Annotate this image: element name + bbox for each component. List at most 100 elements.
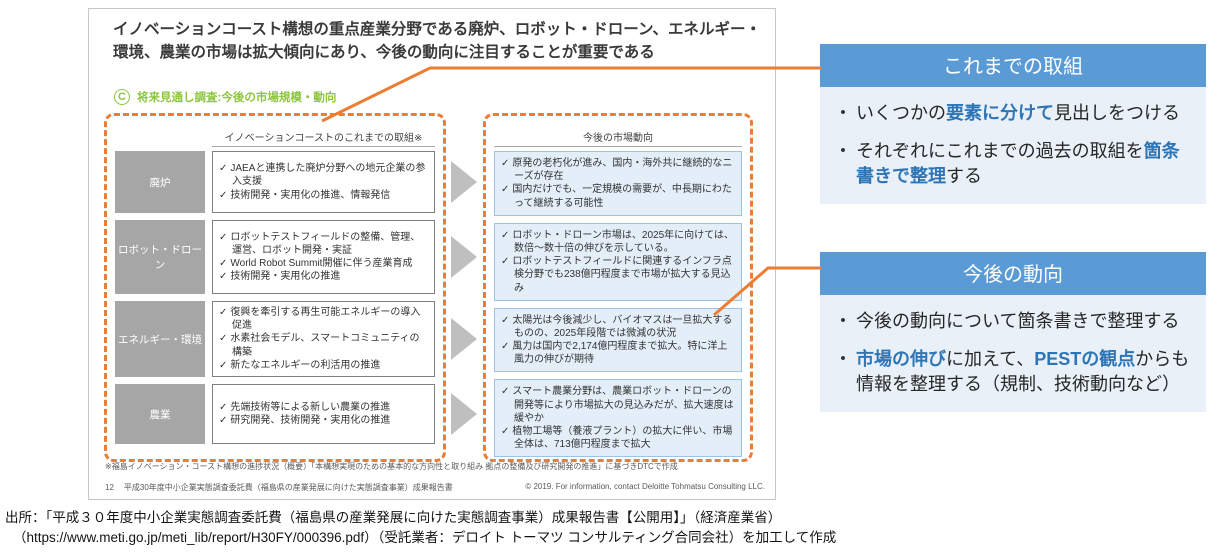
checklist-item: ✓水素社会モデル、スマートコミュニティの構築 [219,332,428,358]
previous-efforts-row: エネルギー・環境✓復興を牽引する再生可能エネルギーの導入促進✓水素社会モデル、ス… [115,301,435,377]
flow-arrow-icon [451,393,477,435]
market-outlook-cell: ✓原発の老朽化が進み、国内・海外共に継続的なニーズが存在✓国内だけでも、一定規模… [494,151,742,216]
flow-arrow-icon [451,236,477,278]
checklist-text: 復興を牽引する再生可能エネルギーの導入促進 [230,307,421,332]
checklist-text: スマート農業分野は、農業ロボット・ドローンの開発等により市場拡大の見込みだが、拡… [512,386,734,424]
check-icon: ✓ [219,189,228,201]
checklist-item: ✓ロボットテストフィールドの整備、管理、運営、ロボット開発・実証 [219,231,428,257]
previous-efforts-header-row: イノベーションコーストのこれまでの取組※ [115,123,435,147]
check-icon: ✓ [501,158,510,169]
callout-bullet: • いくつかの要素に分けて見出しをつける [830,101,1194,126]
check-icon: ✓ [219,271,228,283]
market-outlook-box: 今後の市場動向 ✓原発の老朽化が進み、国内・海外共に継続的なニーズが存在✓国内だ… [483,113,753,462]
sector-label: エネルギー・環境 [115,301,205,377]
check-icon: ✓ [501,426,510,437]
checklist-item: ✓World Robot Summit開催に伴う産業育成 [219,257,428,270]
previous-efforts-cell: ✓先端技術等による新しい農業の推進✓研究開発、技術開発・実用化の推進 [212,384,435,444]
checklist-item: ✓新たなエネルギーの利活用の推進 [219,359,428,372]
checklist-text: 原発の老朽化が進み、国内・海外共に継続的なニーズが存在 [512,158,733,183]
check-icon: ✓ [219,307,228,319]
check-icon: ✓ [501,314,510,326]
check-icon: ✓ [501,256,510,268]
checklist-text: 植物工場等（養液プラント）の拡大に伴い、市場全体は、713億円程度まで拡大 [512,426,733,451]
sector-label: 廃炉 [115,151,205,213]
checklist-text: ロボット・ドローン市場は、2025年に向けては、数倍～数十倍の伸びを示している。 [512,229,734,254]
checklist-item: ✓技術開発・実用化の推進、情報発信 [219,189,428,202]
header-spacer [115,123,212,147]
market-outlook-cell: ✓スマート農業分野は、農業ロボット・ドローンの開発等により市場拡大の見込みだが、… [494,379,742,458]
checklist-text: 研究開発、技術開発・実用化の推進 [230,415,391,426]
callout-bullet-text: いくつかの要素に分けて見出しをつける [856,103,1180,123]
market-outlook-rows: ✓原発の老朽化が進み、国内・海外共に継続的なニーズが存在✓国内だけでも、一定規模… [494,151,742,458]
source-line-1: 出所：「平成３０年度中小企業実態調査委託費（福島県の産業発展に向けた実態調査事業… [5,510,782,525]
checklist-text: 水素社会モデル、スマートコミュニティの構築 [230,333,420,358]
checklist-text: 風力は国内で2,174億円程度まで拡大。特に洋上風力の伸びが期待 [512,341,728,366]
checklist-item: ✓太陽光は今後減少し、バイオマスは一旦拡大するものの、2025年段階では微減の状… [501,314,735,340]
check-icon: ✓ [501,184,510,196]
callout-previous-efforts-bullets: • いくつかの要素に分けて見出しをつける •それぞれにこれまでの過去の取組を箇条書き… [820,87,1206,205]
checklist-item: ✓スマート農業分野は、農業ロボット・ドローンの開発等により市場拡大の見込みだが、… [501,385,735,425]
callout-future-trends: 今後の動向 • 今後の動向について箇条書きで整理する • 市場の伸びに加えて、PEST… [820,252,1206,413]
flow-arrow-icon [451,161,477,203]
slide-footnote: ※福島イノベーション・コースト構想の進捗状況（概要）「本構想実現のための基本的な… [105,462,678,471]
previous-efforts-rows: 廃炉✓JAEAと連携した廃炉分野への地元企業の参入支援✓技術開発・実用化の推進、… [115,151,435,444]
copyright: © 2019. For information, contact Deloitt… [525,482,765,491]
checklist-item: ✓研究開発、技術開発・実用化の推進 [219,414,428,427]
callout-previous-efforts-title: これまでの取組 [820,44,1206,87]
check-icon: ✓ [219,415,228,426]
source-line-2: （https://www.meti.go.jp/meti_lib/report/… [13,530,837,546]
check-icon: ✓ [219,258,228,269]
sector-label: ロボット・ドローン [115,220,205,294]
check-icon: ✓ [219,231,228,243]
section-c-badge-icon: C [114,89,130,105]
checklist-item: ✓風力は国内で2,174億円程度まで拡大。特に洋上風力の伸びが期待 [501,340,735,366]
callout-bullet-text: 市場の伸びに加えて、PESTの観点からも情報を整理する（規制、技術動向など） [856,348,1190,394]
slide: イノベーションコースト構想の重点産業分野である廃炉、ロボット・ドローン、エネルギ… [88,8,776,500]
check-icon: ✓ [219,401,228,413]
checklist-text: 技術開発・実用化の推進 [230,271,341,283]
check-icon: ✓ [219,359,228,371]
checklist-item: ✓ロボットテストフィールドに関連するインフラ点検分野でも238億円程度まで市場が… [501,255,735,295]
sector-label: 農業 [115,384,205,444]
bullet-icon: • [840,349,846,367]
callout-future-trends-bullets: • 今後の動向について箇条書きで整理する • 市場の伸びに加えて、PESTの観点からも… [820,295,1206,413]
check-icon: ✓ [219,163,228,175]
bullet-icon: • [840,104,846,121]
checklist-item: ✓先端技術等による新しい農業の推進 [219,401,428,414]
check-icon: ✓ [501,341,510,353]
market-outlook-cell: ✓太陽光は今後減少し、バイオマスは一旦拡大するものの、2025年段階では微減の状… [494,307,742,373]
checklist-text: 技術開発・実用化の推進、情報発信 [230,189,391,201]
bullet-icon: • [840,312,846,329]
previous-efforts-row: 廃炉✓JAEAと連携した廃炉分野への地元企業の参入支援✓技術開発・実用化の推進、… [115,151,435,213]
bullet-icon: • [840,141,846,159]
market-outlook-cell: ✓ロボット・ドローン市場は、2025年に向けては、数倍～数十倍の伸びを示している… [494,222,742,301]
source-citation: 出所：「平成３０年度中小企業実態調査委託費（福島県の産業発展に向けた実態調査事業… [5,508,836,549]
callout-future-trends-title: 今後の動向 [820,252,1206,295]
checklist-text: JAEAと連携した廃炉分野への地元企業の参入支援 [230,163,426,188]
slide-title: イノベーションコースト構想の重点産業分野である廃炉、ロボット・ドローン、エネルギ… [113,21,762,61]
section-label-row: C 将来見通し調査:今後の市場規模・動向 [114,89,336,105]
previous-efforts-cell: ✓JAEAと連携した廃炉分野への地元企業の参入支援✓技術開発・実用化の推進、情報… [212,151,435,213]
checklist-text: 国内だけでも、一定規模の需要が、中長期にわたって継続する可能性 [512,184,732,209]
checklist-item: ✓技術開発・実用化の推進 [219,270,428,283]
check-icon: ✓ [501,229,510,241]
checklist-text: 新たなエネルギーの利活用の推進 [230,359,381,371]
checklist-item: ✓原発の老朽化が進み、国内・海外共に継続的なニーズが存在 [501,157,735,183]
callout-bullet: •それぞれにこれまでの過去の取組を箇条書きで整理する [830,139,1194,189]
flow-arrow-icon [451,318,477,360]
checklist-text: 太陽光は今後減少し、バイオマスは一旦拡大するものの、2025年段階では微減の状況 [512,314,733,339]
previous-efforts-row: 農業✓先端技術等による新しい農業の推進✓研究開発、技術開発・実用化の推進 [115,384,435,444]
callout-bullet-text: 今後の動向について箇条書きで整理する [856,311,1180,331]
checklist-text: ロボットテストフィールドの整備、管理、運営、ロボット開発・実証 [230,231,421,256]
checklist-text: World Robot Summit開催に伴う産業育成 [230,258,413,269]
checklist-item: ✓植物工場等（養液プラント）の拡大に伴い、市場全体は、713億円程度まで拡大 [501,425,735,451]
check-icon: ✓ [501,386,510,398]
page-number: 12 [105,483,114,492]
previous-efforts-cell: ✓復興を牽引する再生可能エネルギーの導入促進✓水素社会モデル、スマートコミュニテ… [212,301,435,377]
callout-previous-efforts: これまでの取組 • いくつかの要素に分けて見出しをつける •それぞれにこれまでの過去… [820,44,1206,205]
previous-efforts-header: イノベーションコーストのこれまでの取組※ [212,123,435,147]
previous-efforts-cell: ✓ロボットテストフィールドの整備、管理、運営、ロボット開発・実証✓World R… [212,220,435,294]
callout-bullet: • 市場の伸びに加えて、PESTの観点からも情報を整理する（規制、技術動向など） [830,347,1194,397]
